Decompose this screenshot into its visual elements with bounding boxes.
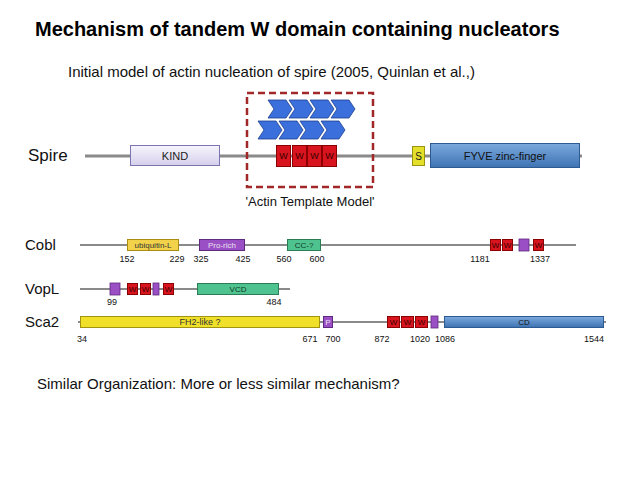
w-domain: W (163, 283, 174, 295)
domain-name: W (492, 241, 500, 250)
w-domain: W (276, 145, 291, 167)
domain-box: P (323, 316, 333, 328)
domain-name: KIND (162, 150, 188, 162)
residue-number: 425 (235, 254, 250, 265)
protein-name: VopL (25, 280, 59, 298)
domain-name: W (504, 241, 512, 250)
w-domain: W (307, 145, 322, 167)
domain-name: FH2-like ? (179, 317, 220, 327)
domain-name: W (535, 241, 543, 250)
domain-name: W (418, 318, 426, 327)
residue-number: 1544 (584, 334, 604, 345)
domain-name: FYVE zinc-finger (464, 150, 547, 162)
domain-name: W (325, 151, 334, 161)
domain-box: CD (444, 316, 604, 328)
domain-box: Pro-rich (199, 239, 245, 251)
residue-number: 1337 (530, 254, 550, 265)
model-caption: 'Actin Template Model' (245, 194, 374, 210)
domain-name: CD (518, 318, 530, 327)
domain-name: W (295, 151, 304, 161)
domain-name: P (325, 318, 330, 327)
template-frame (247, 93, 373, 187)
domain-name: S (415, 151, 422, 162)
residue-number: 1086 (435, 334, 455, 345)
domain-name: ubiquitin-L (135, 241, 172, 250)
residue-number: 872 (374, 334, 389, 345)
protein-name: Spire (28, 146, 68, 166)
domain-name: W (129, 285, 137, 294)
purple-motif (110, 239, 529, 328)
domain-box: FYVE zinc-finger (430, 143, 580, 168)
w-domain: W (140, 283, 151, 295)
domain-name: Pro-rich (208, 241, 236, 250)
domain-name: VCD (230, 285, 247, 294)
bottom-question: Similar Organization: More or less simil… (37, 375, 400, 393)
w-domain: W (490, 239, 501, 251)
domain-name: W (165, 285, 173, 294)
residue-number: 484 (266, 297, 281, 308)
domain-name: W (279, 151, 288, 161)
domain-name: W (390, 318, 398, 327)
domain-name: W (142, 285, 150, 294)
w-domain: W (401, 316, 414, 328)
residue-number: 229 (169, 254, 184, 265)
domain-box: CC-? (287, 239, 321, 251)
residue-number: 700 (325, 334, 340, 345)
residue-number: 671 (302, 334, 317, 345)
domain-name: W (310, 151, 319, 161)
slide-title: Mechanism of tandem W domain containing … (35, 17, 560, 41)
w-domain: W (292, 145, 307, 167)
residue-number: 560 (276, 254, 291, 265)
residue-number: 34 (77, 334, 87, 345)
w-domain: W (322, 145, 337, 167)
subtitle: Initial model of actin nucleation of spi… (68, 63, 475, 81)
residue-number: 1020 (410, 334, 430, 345)
w-domain: W (502, 239, 513, 251)
residue-number: 99 (107, 297, 117, 308)
w-domain: W (533, 239, 544, 251)
domain-box: FH2-like ? (80, 316, 320, 328)
residue-number: 325 (193, 254, 208, 265)
domain-box: S (412, 146, 425, 166)
domain-box: VCD (197, 283, 279, 295)
domain-box: ubiquitin-L (127, 239, 179, 251)
actin-subunits (258, 100, 355, 139)
residue-number: 600 (309, 254, 324, 265)
residue-number: 1181 (470, 254, 489, 265)
protein-name: Sca2 (25, 313, 59, 331)
domain-name: W (404, 318, 412, 327)
domain-name: CC-? (295, 241, 314, 250)
w-domain: W (415, 316, 428, 328)
residue-number: 152 (119, 254, 134, 265)
w-domain: W (387, 316, 400, 328)
w-domain: W (127, 283, 138, 295)
protein-name: Cobl (25, 236, 56, 254)
domain-box: KIND (130, 145, 220, 166)
